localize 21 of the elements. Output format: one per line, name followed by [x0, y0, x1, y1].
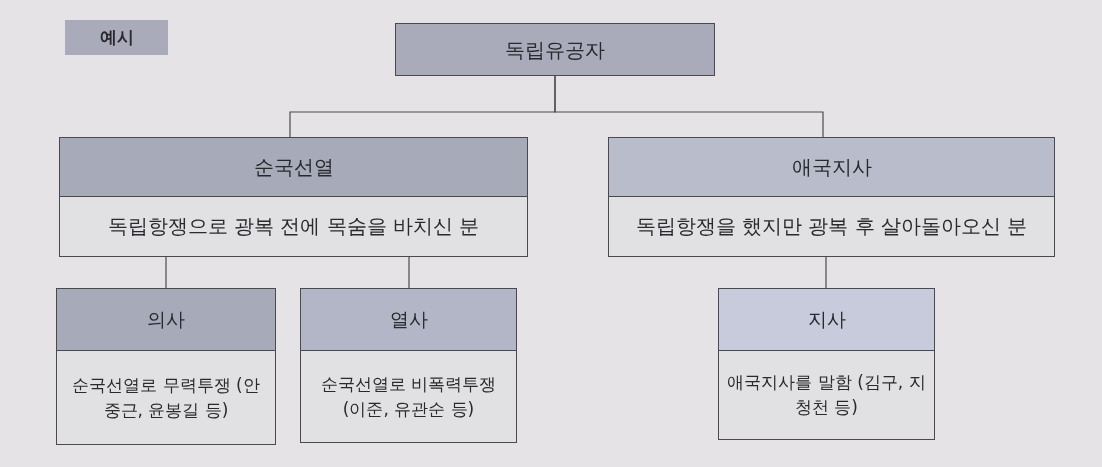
box-description: 독립항쟁을 했지만 광복 후 살아돌아오신 분	[634, 213, 1029, 240]
box-description: 독립항쟁으로 광복 전에 목숨을 바치신 분	[106, 213, 481, 240]
org-chart-box	[300, 288, 517, 443]
box-description: 순국선열로 비폭력투쟁 (이준, 유관순 등)	[319, 372, 498, 421]
box-heading: 독립유공자	[396, 24, 714, 75]
org-chart-box	[718, 288, 935, 440]
org-chart-box	[608, 137, 1055, 257]
box-description: 애국지사를 말함 (김구, 지청천 등)	[726, 371, 927, 419]
connector-line	[825, 256, 827, 289]
box-heading: 순국선열	[60, 138, 527, 197]
connector-line	[554, 75, 824, 138]
box-heading: 애국지사	[609, 138, 1054, 197]
org-chart-box	[59, 137, 528, 257]
box-heading: 의사	[57, 289, 275, 351]
box-heading: 열사	[301, 289, 516, 351]
connector-line	[165, 256, 167, 289]
box-heading: 지사	[719, 289, 934, 351]
example-tag: 예시	[65, 20, 168, 55]
box-description: 순국선열로 무력투쟁 (안중근, 윤봉길 등)	[71, 373, 261, 422]
connector-line	[408, 256, 410, 289]
org-chart-box	[56, 288, 276, 445]
